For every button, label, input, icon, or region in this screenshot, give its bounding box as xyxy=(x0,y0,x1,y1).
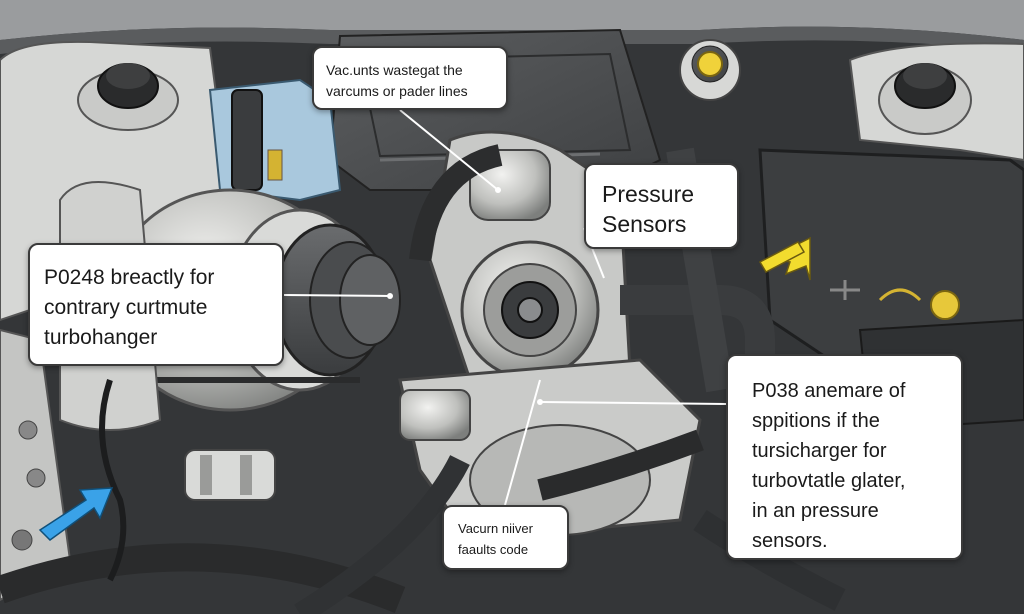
callout-vacuum-wastegate: Vac.unts wastegat the varcums or pader l… xyxy=(312,46,508,110)
leader-p0248 xyxy=(284,295,390,296)
callout-p038: P038 anemare of sppitions if the tursich… xyxy=(726,354,963,560)
callout-p0248: P0248 breactly for contrary curtmute tur… xyxy=(28,243,284,366)
callout-pressure-sensors: Pressure Sensors xyxy=(584,163,739,249)
callout-vacuum-faults: Vacurn niiver faaults code xyxy=(442,505,569,570)
